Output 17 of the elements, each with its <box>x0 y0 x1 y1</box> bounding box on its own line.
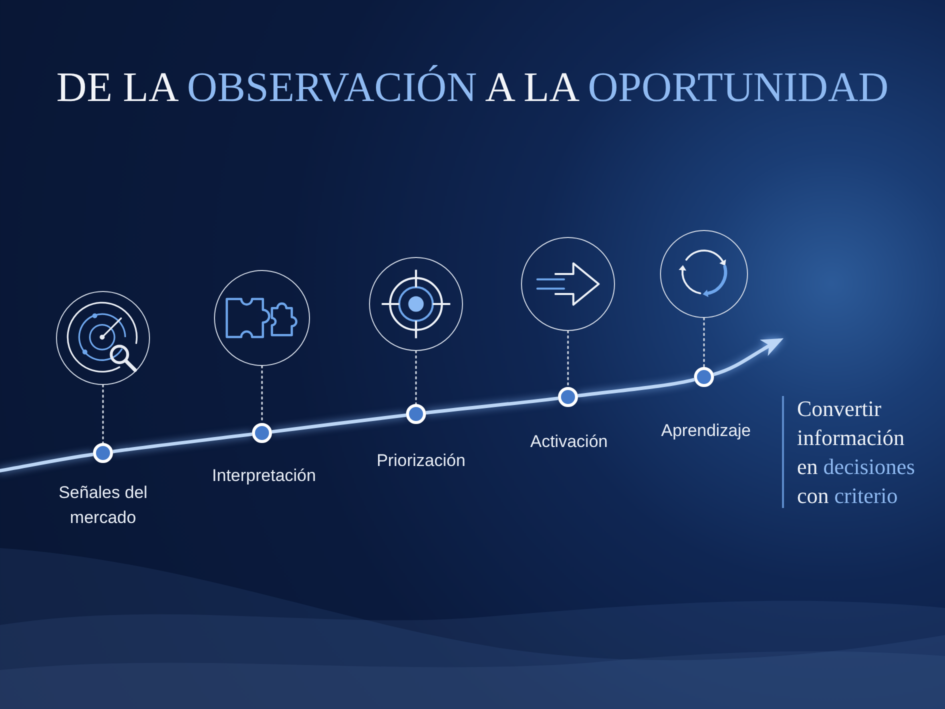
timeline-arrow <box>713 338 784 376</box>
dotted-line <box>415 350 417 405</box>
quote-text: Convertir información en decisiones con criterio <box>797 395 916 510</box>
timeline-curve <box>578 378 695 398</box>
dotted-line <box>102 384 104 444</box>
stage-label: Señales del mercado <box>58 482 148 529</box>
dotted-line <box>703 317 705 368</box>
stage-label: Interpretación <box>212 465 316 487</box>
stage-label: Priorización <box>376 450 466 472</box>
timeline-curve <box>426 396 558 415</box>
dotted-line <box>567 330 569 388</box>
timeline-curve <box>112 432 252 454</box>
title: DE LA OBSERVACIÓN A LA OPORTUNIDAD <box>55 64 890 113</box>
stage-label: Aprendizaje <box>661 420 751 442</box>
timeline-curve <box>272 413 406 434</box>
stage-label: Activación <box>530 431 608 453</box>
timeline-curve <box>0 452 94 473</box>
